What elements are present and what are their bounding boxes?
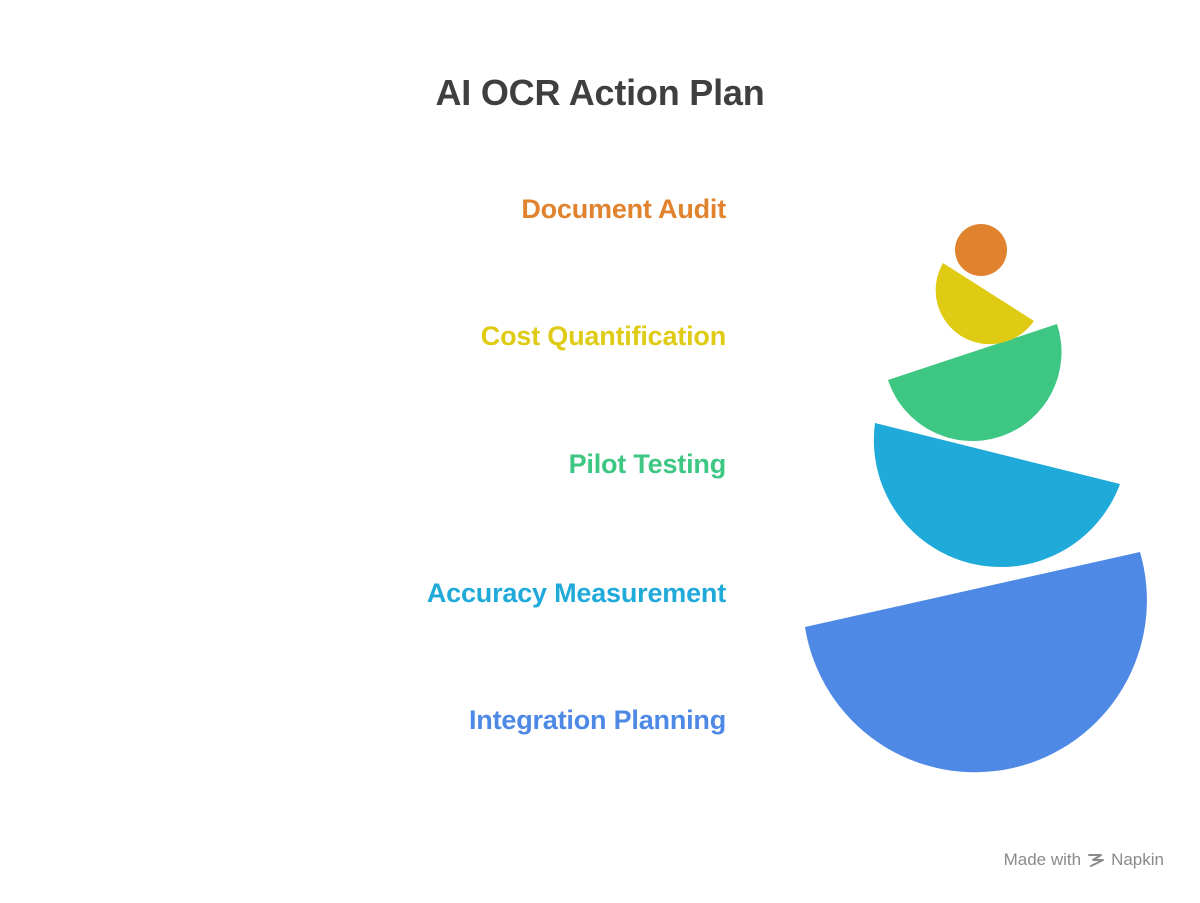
step-label-pilot-testing: Pilot Testing <box>568 449 727 479</box>
stone-document-audit <box>955 224 1007 276</box>
step-label-document-audit: Document Audit <box>521 194 726 224</box>
stone-pilot-testing <box>888 324 1062 442</box>
made-with-napkin-footer: Made with Napkin <box>1004 850 1164 870</box>
step-label-cost-quantification: Cost Quantification <box>480 321 726 351</box>
diagram-title: AI OCR Action Plan <box>435 72 765 113</box>
step-label-integration-planning: Integration Planning <box>469 705 726 735</box>
step-label-accuracy-measurement: Accuracy Measurement <box>426 578 726 608</box>
napkin-logo-icon <box>1087 851 1105 869</box>
stone-cost-quantification <box>935 263 1034 345</box>
stone-accuracy-measurement <box>873 423 1120 568</box>
napkin-brand-text: Napkin <box>1111 850 1164 869</box>
made-with-text: Made with <box>1003 850 1082 869</box>
stone-integration-planning <box>805 552 1147 773</box>
